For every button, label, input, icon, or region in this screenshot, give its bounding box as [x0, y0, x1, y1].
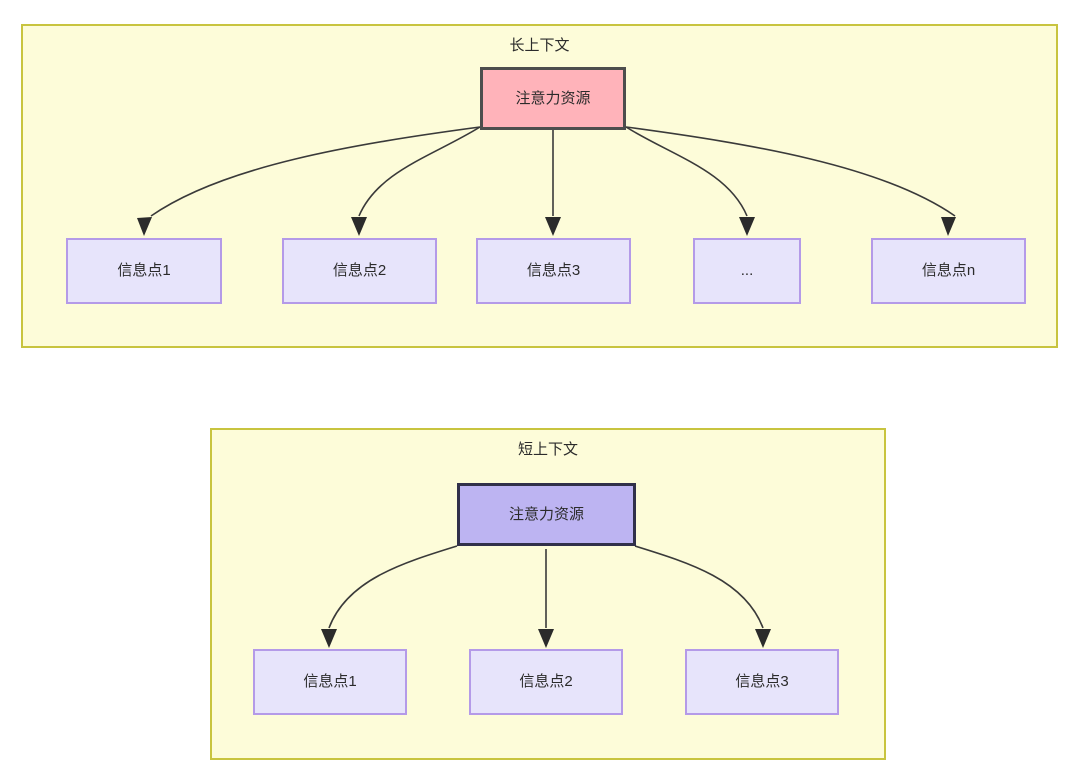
long-context-info-label-3: 信息点3 — [526, 262, 581, 279]
long-context-info-node-n[interactable]: 信息点n — [871, 238, 1026, 304]
short-context-title: 短上下文 — [517, 441, 578, 458]
edge-root-to-info3 — [634, 545, 764, 629]
long-context-frame: 长上下文 注意力资源 信息点1 信息点 — [21, 24, 1058, 348]
long-context-info-node-ellipsis[interactable]: ... — [693, 238, 801, 304]
arrowhead-info2 — [351, 217, 367, 236]
edge-root-to-info5 — [625, 126, 956, 217]
long-context-info-label-ellipsis: ... — [740, 262, 754, 279]
short-context-info-label-2: 信息点2 — [519, 673, 573, 690]
arrowhead-info2 — [538, 629, 554, 648]
long-context-info-label-n: 信息点n — [921, 262, 976, 279]
short-context-info-label-1: 信息点1 — [303, 673, 357, 690]
short-context-attention-label: 注意力资源 — [508, 505, 584, 523]
arrowhead-info3 — [545, 217, 561, 236]
long-context-info-label-2: 信息点2 — [332, 262, 387, 279]
long-context-attention-label: 注意力资源 — [515, 89, 591, 107]
arrowhead-info1 — [137, 217, 152, 236]
short-context-frame: 短上下文 注意力资源 信息点1 信息点2 信息点3 — [210, 428, 886, 760]
arrowhead-info4 — [739, 217, 755, 236]
long-context-attention-node[interactable]: 注意力资源 — [480, 67, 626, 130]
long-context-info-label-1: 信息点1 — [117, 262, 171, 279]
edge-root-to-info1 — [328, 545, 458, 629]
long-context-title: 长上下文 — [509, 37, 570, 54]
short-context-info-node-1[interactable]: 信息点1 — [253, 649, 407, 715]
long-context-info-node-1[interactable]: 信息点1 — [66, 238, 222, 304]
arrowhead-info1 — [321, 629, 337, 648]
arrowhead-info5 — [941, 217, 956, 236]
short-context-info-node-2[interactable]: 信息点2 — [469, 649, 623, 715]
short-context-info-node-3[interactable]: 信息点3 — [685, 649, 839, 715]
arrowhead-info3 — [755, 629, 771, 648]
edge-root-to-info2 — [358, 126, 481, 217]
edge-root-to-info4 — [625, 126, 748, 217]
edge-root-to-info1 — [150, 126, 481, 217]
long-context-info-node-2[interactable]: 信息点2 — [282, 238, 437, 304]
short-context-info-label-3: 信息点3 — [735, 673, 789, 690]
short-context-attention-node[interactable]: 注意力资源 — [457, 483, 636, 546]
long-context-info-node-3[interactable]: 信息点3 — [476, 238, 631, 304]
